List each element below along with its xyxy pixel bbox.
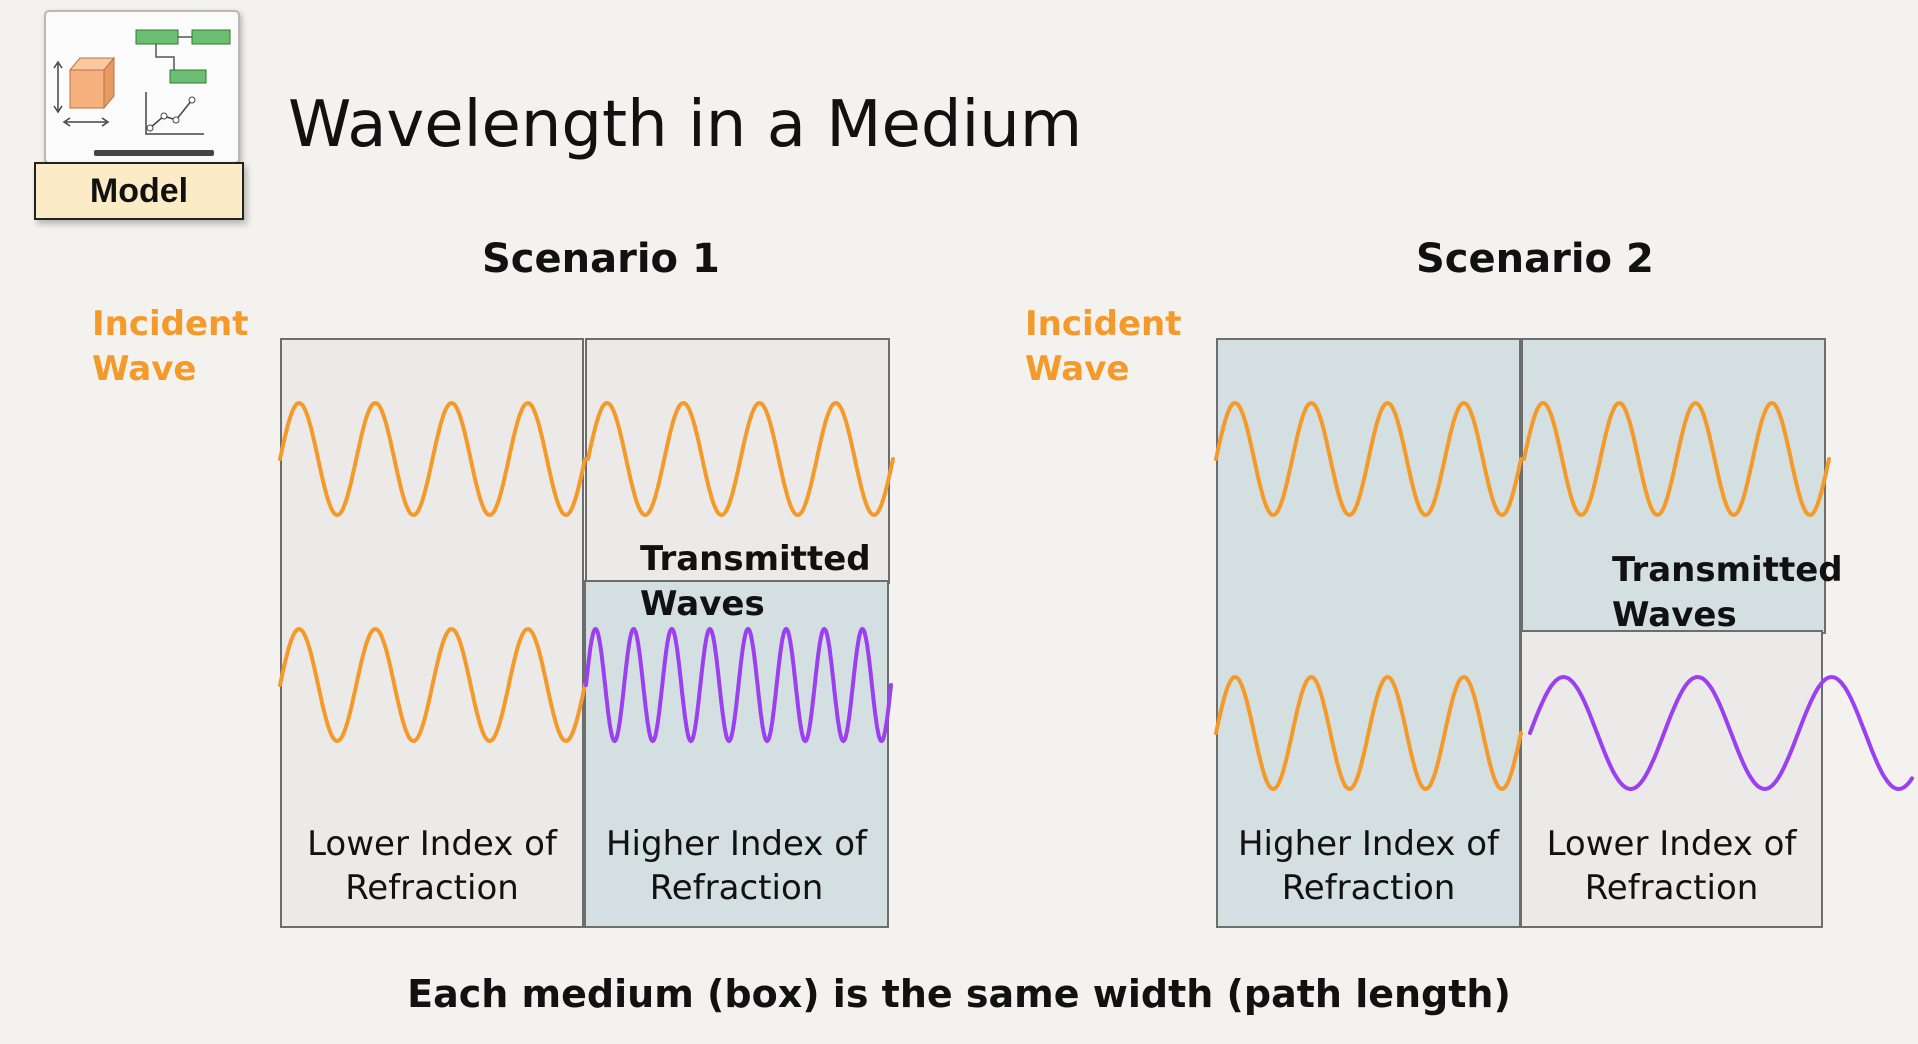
model-illustration-icon bbox=[53, 29, 231, 135]
scenario-1-left-medium-caption: Lower Index of Refraction bbox=[280, 822, 584, 910]
caption-line1: Lower Index of bbox=[1546, 824, 1797, 864]
caption-line2: Refraction bbox=[345, 868, 519, 908]
whiteboard-tray bbox=[94, 150, 214, 156]
caption-line2: Refraction bbox=[649, 868, 824, 908]
transmitted-label-line2: Waves bbox=[1612, 595, 1737, 635]
scenario-2-transmitted-label: Transmitted Waves bbox=[1612, 548, 1843, 638]
scenario-1-transmitted-label: Transmitted Waves bbox=[640, 537, 871, 627]
model-label: Model bbox=[89, 171, 189, 210]
model-icon bbox=[44, 10, 240, 164]
incident-label-line2: Wave bbox=[1025, 349, 1130, 389]
scenario-2-right-medium-caption: Lower Index of Refraction bbox=[1520, 822, 1823, 910]
footer-note: Each medium (box) is the same width (pat… bbox=[407, 972, 1511, 1016]
scenario-1-incident-label: Incident Wave bbox=[92, 302, 249, 392]
scenario-2-incident-label: Incident Wave bbox=[1025, 302, 1182, 392]
incident-label-line1: Incident bbox=[92, 304, 249, 344]
caption-line2: Refraction bbox=[1584, 868, 1759, 908]
caption-line1: Lower Index of bbox=[307, 824, 557, 864]
caption-line1: Higher Index of bbox=[605, 824, 868, 864]
incident-label-line2: Wave bbox=[92, 349, 197, 389]
scenario-1-right-medium-caption: Higher Index of Refraction bbox=[584, 822, 889, 910]
caption-line2: Refraction bbox=[1281, 868, 1456, 908]
transmitted-label-line1: Transmitted bbox=[1612, 550, 1843, 590]
scenario-1-title: Scenario 1 bbox=[482, 236, 720, 282]
scenario-2-left-medium-caption: Higher Index of Refraction bbox=[1216, 822, 1521, 910]
caption-line1: Higher Index of bbox=[1237, 824, 1500, 864]
transmitted-label-line2: Waves bbox=[640, 584, 765, 624]
transmitted-label-line1: Transmitted bbox=[640, 539, 871, 579]
model-label-box: Model bbox=[34, 162, 244, 220]
page-title: Wavelength in a Medium bbox=[288, 88, 1083, 162]
scenario-2-title: Scenario 2 bbox=[1416, 236, 1654, 282]
incident-label-line1: Incident bbox=[1025, 304, 1182, 344]
